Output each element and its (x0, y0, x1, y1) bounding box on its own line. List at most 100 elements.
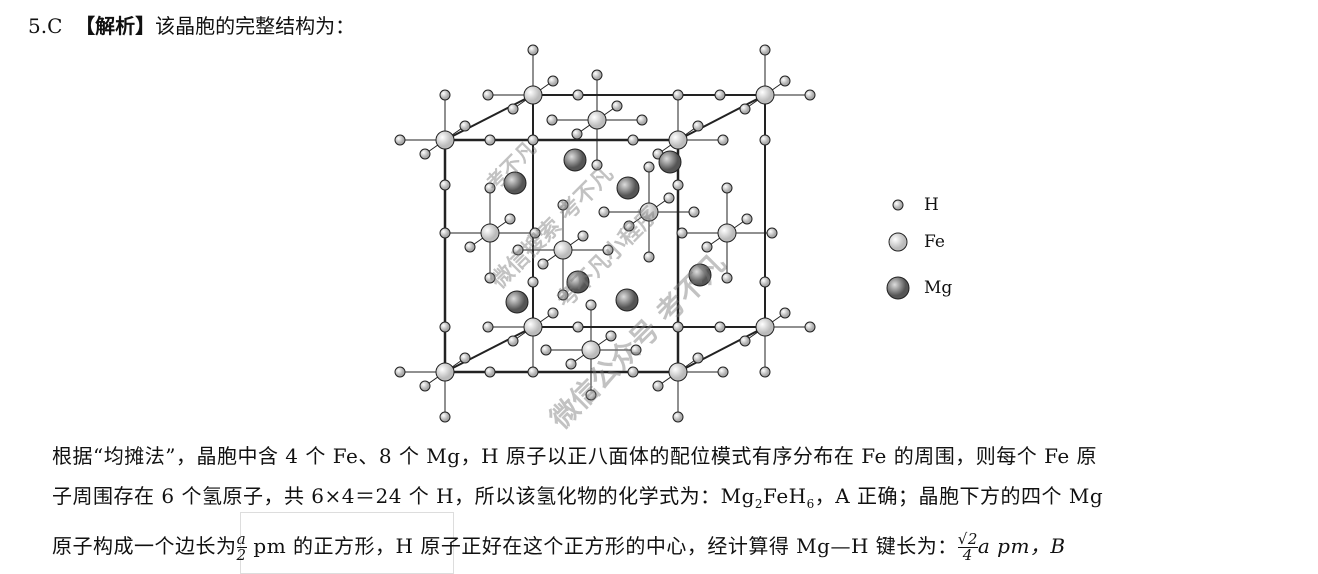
hydrogen-atom (714, 89, 726, 101)
hydrogen-atom (459, 352, 471, 364)
hydrogen-atom (739, 103, 751, 115)
hydrogen-atom (643, 251, 655, 263)
hydrogen-atom (714, 321, 726, 333)
hydrogen-atom (623, 220, 635, 232)
iron-atom (435, 130, 455, 150)
hydrogen-atom (504, 213, 516, 225)
hydrogen-atom (540, 344, 552, 356)
magnesium-atom (503, 171, 527, 195)
hydrogen-atom (439, 411, 451, 423)
iron-atom (553, 240, 573, 260)
hydrogen-atom (527, 44, 539, 56)
paragraph-line-2: 子周围存在 6 个氢原子，共 6×4＝24 个 H，所以该氢化物的化学式为：Mg… (52, 484, 1104, 511)
hydrogen-atom (507, 335, 519, 347)
hydrogen-atom (627, 366, 639, 378)
hydrogen-atom (572, 89, 584, 101)
hydrogen-atom (577, 230, 589, 242)
hydrogen-atom (546, 114, 558, 126)
hydrogen-atom (602, 244, 614, 256)
hydrogen-atom (529, 227, 541, 239)
iron-atom (668, 130, 688, 150)
magnesium-atom (658, 150, 682, 174)
hydrogen-atom (672, 411, 684, 423)
hydrogen-atom (439, 227, 451, 239)
iron-atom (755, 317, 775, 337)
hydrogen-atom (598, 206, 610, 218)
hydrogen-atom (676, 227, 688, 239)
hydrogen-atom (804, 321, 816, 333)
hydrogen-atom (572, 321, 584, 333)
hydrogen-atom (484, 182, 496, 194)
hydrogen-atom (547, 75, 559, 87)
hydrogen-atom (701, 241, 713, 253)
hydrogen-atom (591, 69, 603, 81)
magnesium-atom (566, 270, 590, 294)
iron-atom (668, 362, 688, 382)
hydrogen-atom (759, 134, 771, 146)
crystal-cell-diagram (394, 44, 910, 423)
magnesium-atom (505, 290, 529, 314)
hydrogen-atom (627, 134, 639, 146)
iron-atom (639, 202, 659, 222)
hydrogen-atom (688, 206, 700, 218)
cell-edge (444, 326, 534, 373)
hydrogen-atom (672, 179, 684, 191)
hydrogen-atom (484, 272, 496, 284)
hydrogen-atom (527, 276, 539, 288)
iron-atom (523, 317, 543, 337)
hydrogen-atom (419, 148, 431, 160)
hydrogen-atom (557, 289, 569, 301)
iron-atom (717, 223, 737, 243)
question-header: 5.C 【解析】该晶胞的完整结构为： (28, 14, 356, 38)
hydrogen-atom (804, 89, 816, 101)
hydrogen-atom (739, 335, 751, 347)
hydrogen-atom (439, 89, 451, 101)
hydrogen-atom (717, 366, 729, 378)
hydrogen-atom (692, 120, 704, 132)
hydrogen-atom (663, 192, 675, 204)
hydrogen-atom (571, 128, 583, 140)
hydrogen-atom (419, 380, 431, 392)
hydrogen-atom (672, 89, 684, 101)
hydrogen-atom (507, 103, 519, 115)
iron-atom (587, 110, 607, 130)
magnesium-atom (615, 288, 639, 312)
hydrogen-atom (692, 352, 704, 364)
hydrogen-atom (482, 321, 494, 333)
cell-edge (444, 94, 534, 141)
hydrogen-atom (630, 344, 642, 356)
legend-fe-icon (888, 232, 908, 252)
hydrogen-atom (643, 161, 655, 173)
hydrogen-atom (439, 179, 451, 191)
hydrogen-atom (459, 120, 471, 132)
cell-edge (677, 94, 766, 141)
hydrogen-atom (672, 321, 684, 333)
hydrogen-atom (527, 134, 539, 146)
legend-h-icon (892, 199, 904, 211)
hydrogen-atom (741, 213, 753, 225)
hydrogen-atom (759, 44, 771, 56)
hydrogen-atom (759, 366, 771, 378)
paragraph-line-1: 根据“均摊法”，晶胞中含 4 个 Fe、8 个 Mg，H 原子以正八面体的配位模… (52, 444, 1098, 468)
hydrogen-atom (717, 134, 729, 146)
hydrogen-atom (557, 199, 569, 211)
hydrogen-atom (484, 134, 496, 146)
hydrogen-atom (652, 380, 664, 392)
hydrogen-atom (394, 134, 406, 146)
iron-atom (523, 85, 543, 105)
legend-mg-icon (886, 276, 910, 300)
hydrogen-atom (512, 244, 524, 256)
magnesium-atom (688, 263, 712, 287)
hydrogen-atom (636, 114, 648, 126)
legend-mg: Mg (924, 278, 953, 298)
hydrogen-atom (591, 159, 603, 171)
hydrogen-atom (537, 258, 549, 270)
hydrogen-atom (721, 182, 733, 194)
hydrogen-atom (759, 276, 771, 288)
hydrogen-atom (464, 241, 476, 253)
hydrogen-atom (482, 89, 494, 101)
hydrogen-atom (585, 299, 597, 311)
